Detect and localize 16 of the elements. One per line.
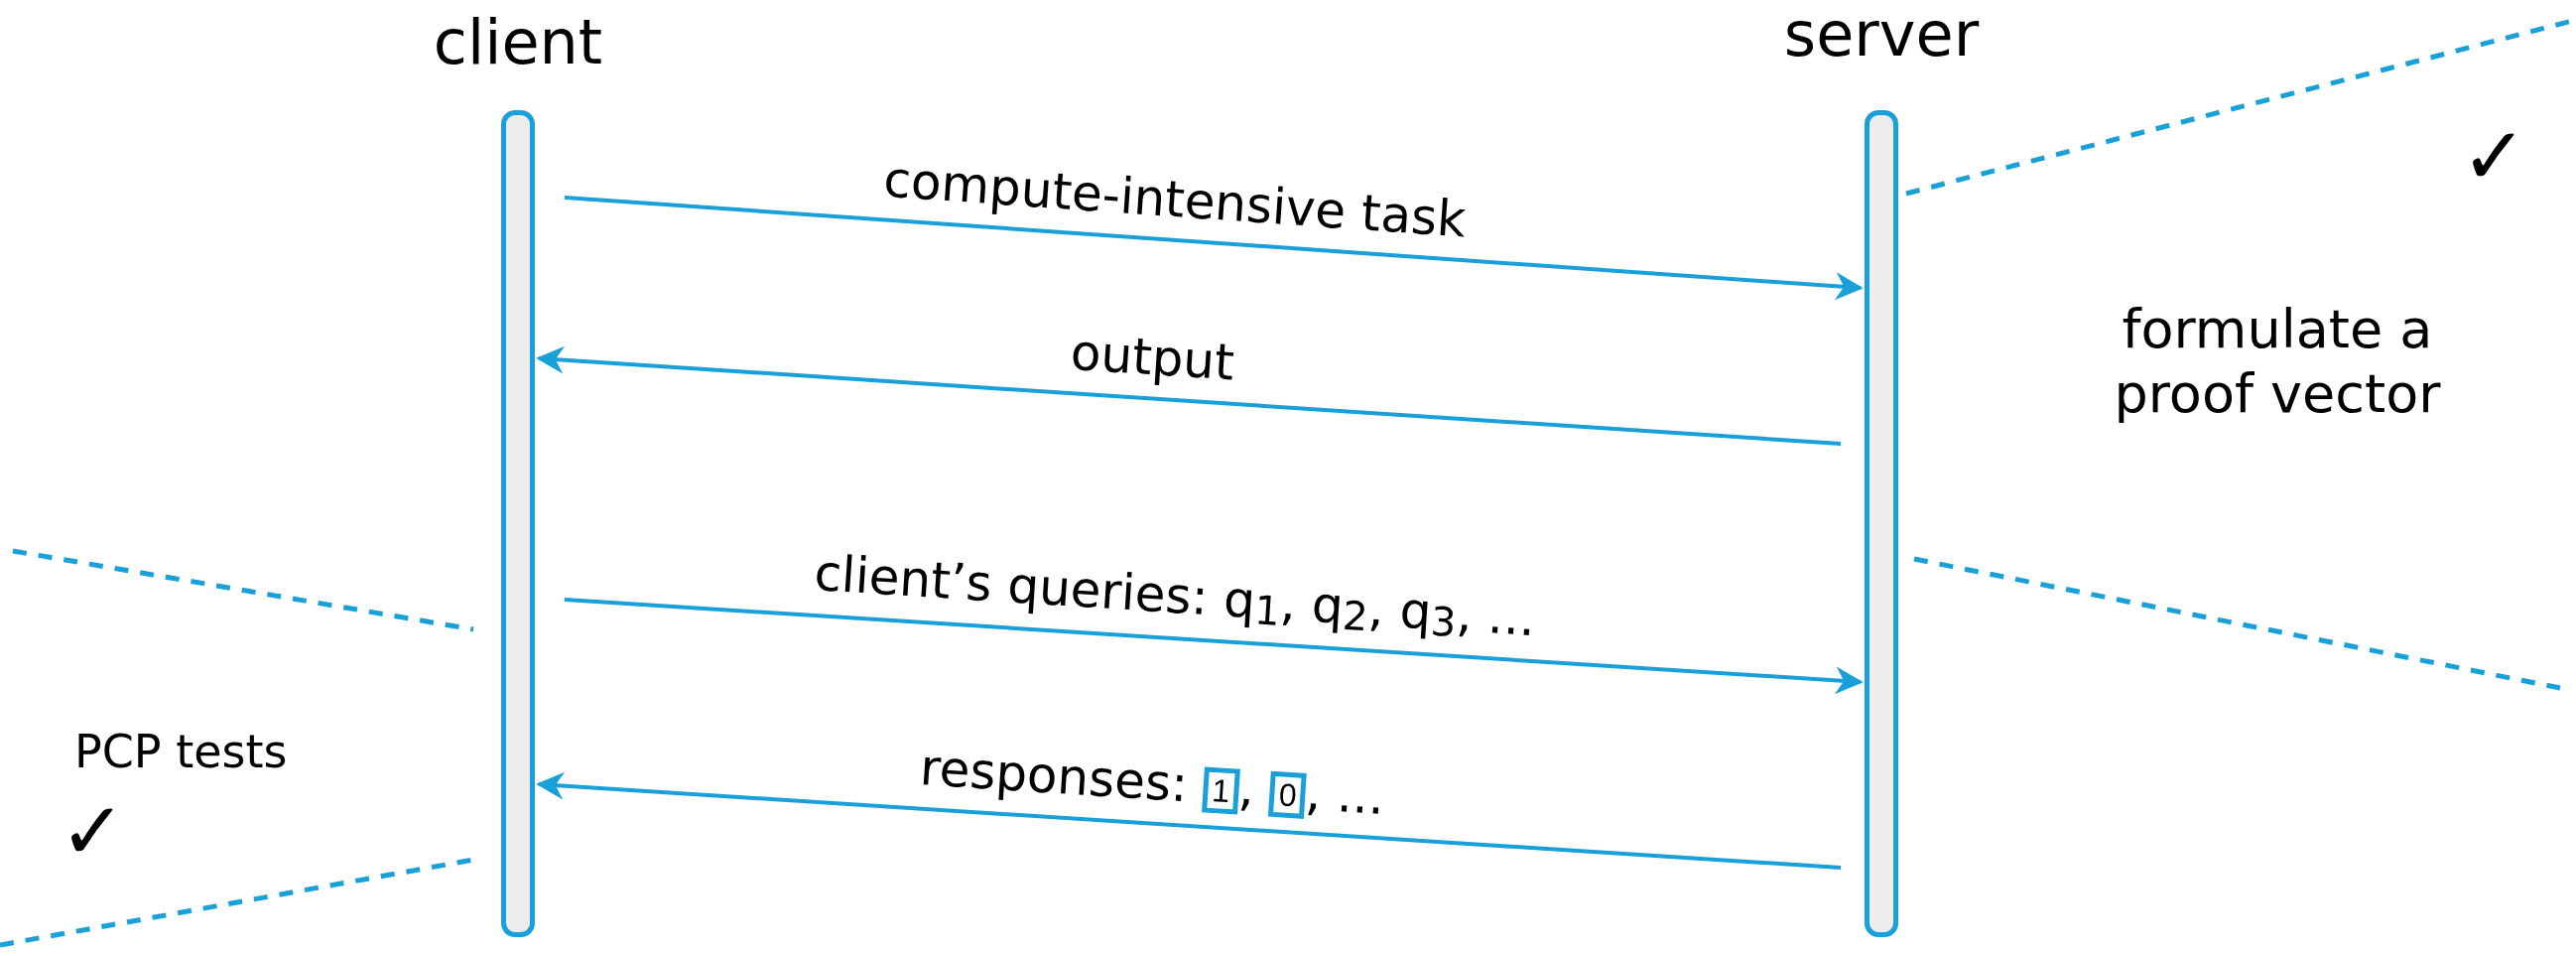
- message-arrow: [564, 196, 1864, 301]
- lifeline-heading: server: [1783, 4, 1980, 66]
- lifeline-bar: [1865, 110, 1898, 937]
- message-arrow: [564, 598, 1864, 695]
- note-text: PCP tests: [74, 725, 289, 780]
- edge-label: responses: 1, 0, ...: [918, 740, 1386, 827]
- edge-label: compute-intensive task: [881, 151, 1468, 249]
- message-arrow: [536, 345, 1842, 446]
- lifeline-bar: [501, 110, 535, 937]
- checkmark: ✓: [60, 784, 128, 880]
- edge-label: client’s queries: q$_{1}$, q$_{2}$, q$_{3}$, ...: [812, 544, 1538, 649]
- message-arrow: [536, 771, 1842, 870]
- lifeline-heading: client: [433, 12, 603, 73]
- edge-label: output: [1068, 324, 1235, 392]
- note-text: formulate a proof vector: [2114, 298, 2441, 427]
- checkmark: ✓: [2461, 109, 2529, 205]
